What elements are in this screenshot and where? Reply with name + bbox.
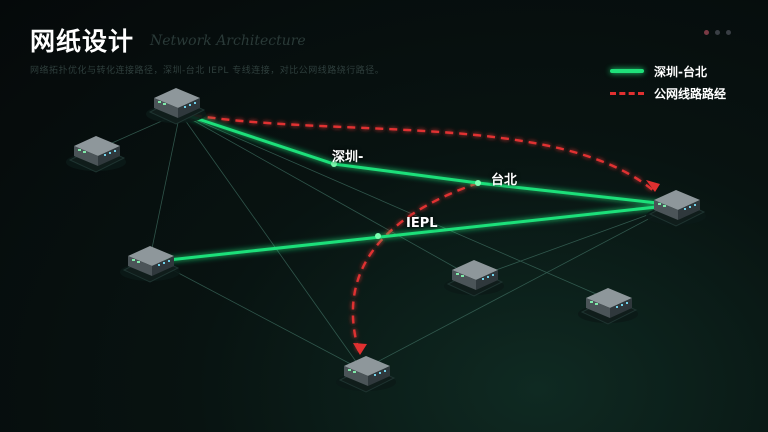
mesh-link [361, 204, 676, 371]
pagination-dot[interactable] [704, 30, 709, 35]
mesh-links [95, 112, 676, 371]
device-a [145, 87, 207, 125]
mesh-link [149, 112, 181, 259]
mesh-link [149, 257, 363, 371]
device-g [645, 189, 707, 227]
mesh-link [179, 112, 611, 301]
junction-dot [375, 233, 381, 239]
server-icon [577, 287, 639, 325]
legend: 深圳-台北 公网线路路经 [610, 60, 726, 104]
mesh-link [473, 204, 676, 279]
page-title-ghost: Network Architecture [150, 33, 306, 49]
public-route-curve-top [179, 111, 656, 193]
server-icon [145, 87, 207, 125]
server-icon [443, 259, 505, 297]
legend-label: 深圳-台北 [654, 64, 707, 79]
legend-solid-line-icon [610, 69, 644, 73]
public-route-curve-bottom [351, 181, 479, 356]
label-taipei: 台北 [491, 173, 518, 188]
arrowhead-icon [646, 180, 660, 192]
dedicated-link-iepl [149, 203, 676, 264]
device-b [65, 135, 127, 173]
page-title: 网纸设计 [30, 27, 135, 56]
server-icon [65, 135, 127, 173]
legend-dashed-line-icon [610, 91, 644, 95]
label-shenzhen: 深圳- [332, 150, 364, 165]
pagination-dots [704, 30, 731, 35]
dedicated-link-top [179, 111, 676, 207]
mesh-link [179, 112, 475, 279]
public-route [179, 111, 656, 356]
legend-label: 公网线路路经 [654, 86, 727, 101]
server-icon [119, 245, 181, 283]
device-e [443, 259, 505, 297]
junction-dot [331, 161, 337, 167]
route-junctions [331, 161, 481, 239]
mesh-link [179, 112, 363, 371]
page-subtitle: 网络拓扑优化与转化连接路径，深圳-台北 IEPL 专线连接，对比公网线路绕行路径… [30, 66, 385, 76]
server-icon [645, 189, 707, 227]
dedicated-route [149, 111, 676, 264]
junction-dot [475, 180, 481, 186]
pagination-dot[interactable] [715, 30, 720, 35]
arrowhead-icon [353, 343, 367, 355]
device-f [577, 287, 639, 325]
legend-item-dedicated: 深圳-台北 [610, 60, 726, 82]
legend-item-public: 公网线路路经 [610, 82, 726, 104]
label-iepl: IEPL [406, 216, 438, 231]
device-c [119, 245, 181, 283]
pagination-dot[interactable] [726, 30, 731, 35]
